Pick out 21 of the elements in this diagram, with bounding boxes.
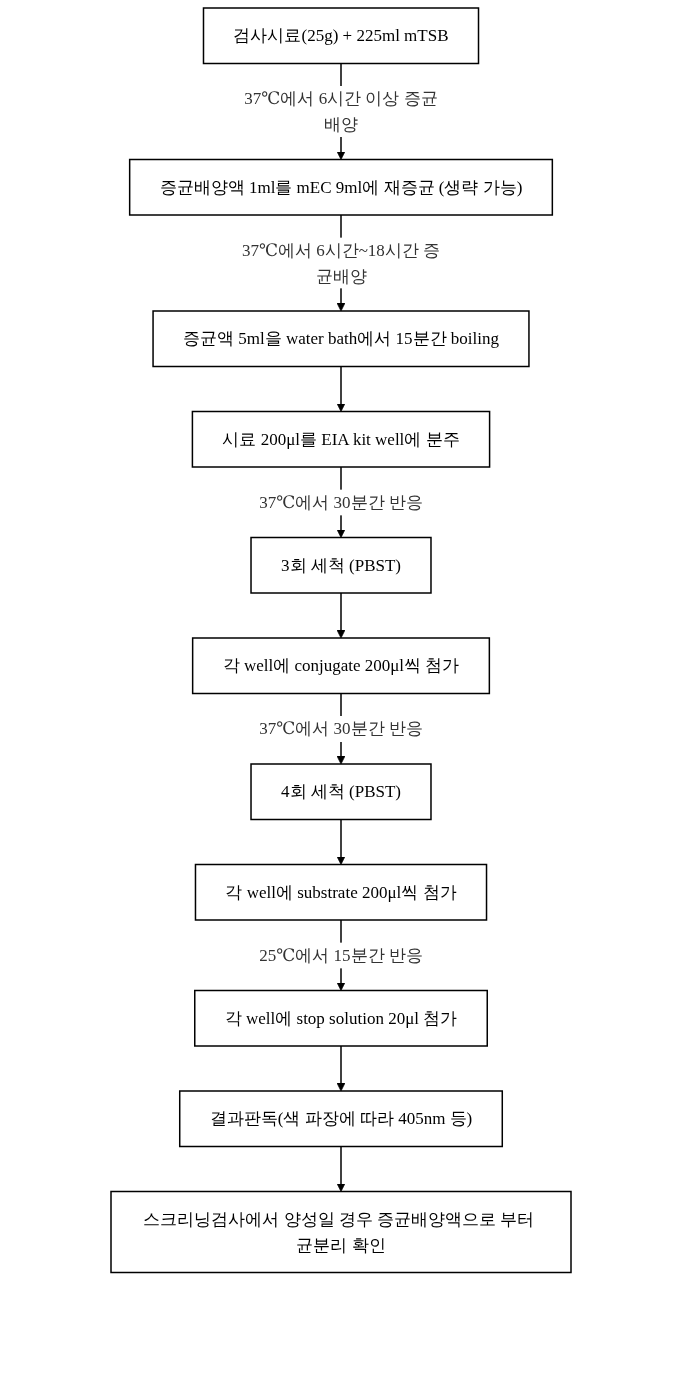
arrow xyxy=(336,1145,346,1192)
edge-label: 25℃에서 15분간 반응 xyxy=(259,945,423,965)
edge-label: 37℃에서 6시간~18시간 증균배양 xyxy=(241,240,441,285)
node-box: 스크리닝검사에서 양성일 경우 증균배양액으로 부터 균분리 확인 xyxy=(110,1190,572,1274)
edge-label: 37℃에서 30분간 반응 xyxy=(259,719,423,738)
node-box: 각 well에 substrate 200μl씩 첨가 xyxy=(194,863,488,921)
edge-label: 37℃에서 6시간 이상 증균배양 xyxy=(244,89,438,134)
node-box: 증균액 5ml을 water bath에서 15분간 boiling xyxy=(152,310,530,368)
edge-label: 37℃에서 30분간 반응 xyxy=(259,492,423,512)
node-box: 각 well에 conjugate 200μl씩 첨가 xyxy=(191,637,491,695)
node-box: 4회 세척 (PBST) xyxy=(250,763,432,821)
node-box: 각 well에 stop solution 20μl 첨가 xyxy=(194,989,488,1047)
node-box: 3회 세척 (PBST) xyxy=(250,536,432,594)
arrow xyxy=(336,592,346,639)
node-box: 검사시료(25g) + 225ml mTSB xyxy=(202,7,480,65)
node-box: 증균배양액 1ml를 mEC 9ml에 재증균 (생략 가능) xyxy=(128,158,554,216)
arrow xyxy=(336,365,346,412)
node-box: 결과판독(색 파장에 따라 405nm 등) xyxy=(179,1090,503,1148)
arrow xyxy=(336,1045,346,1092)
arrow xyxy=(336,818,346,865)
node-box: 시료 200μl를 EIA kit well에 분주 xyxy=(191,410,491,468)
